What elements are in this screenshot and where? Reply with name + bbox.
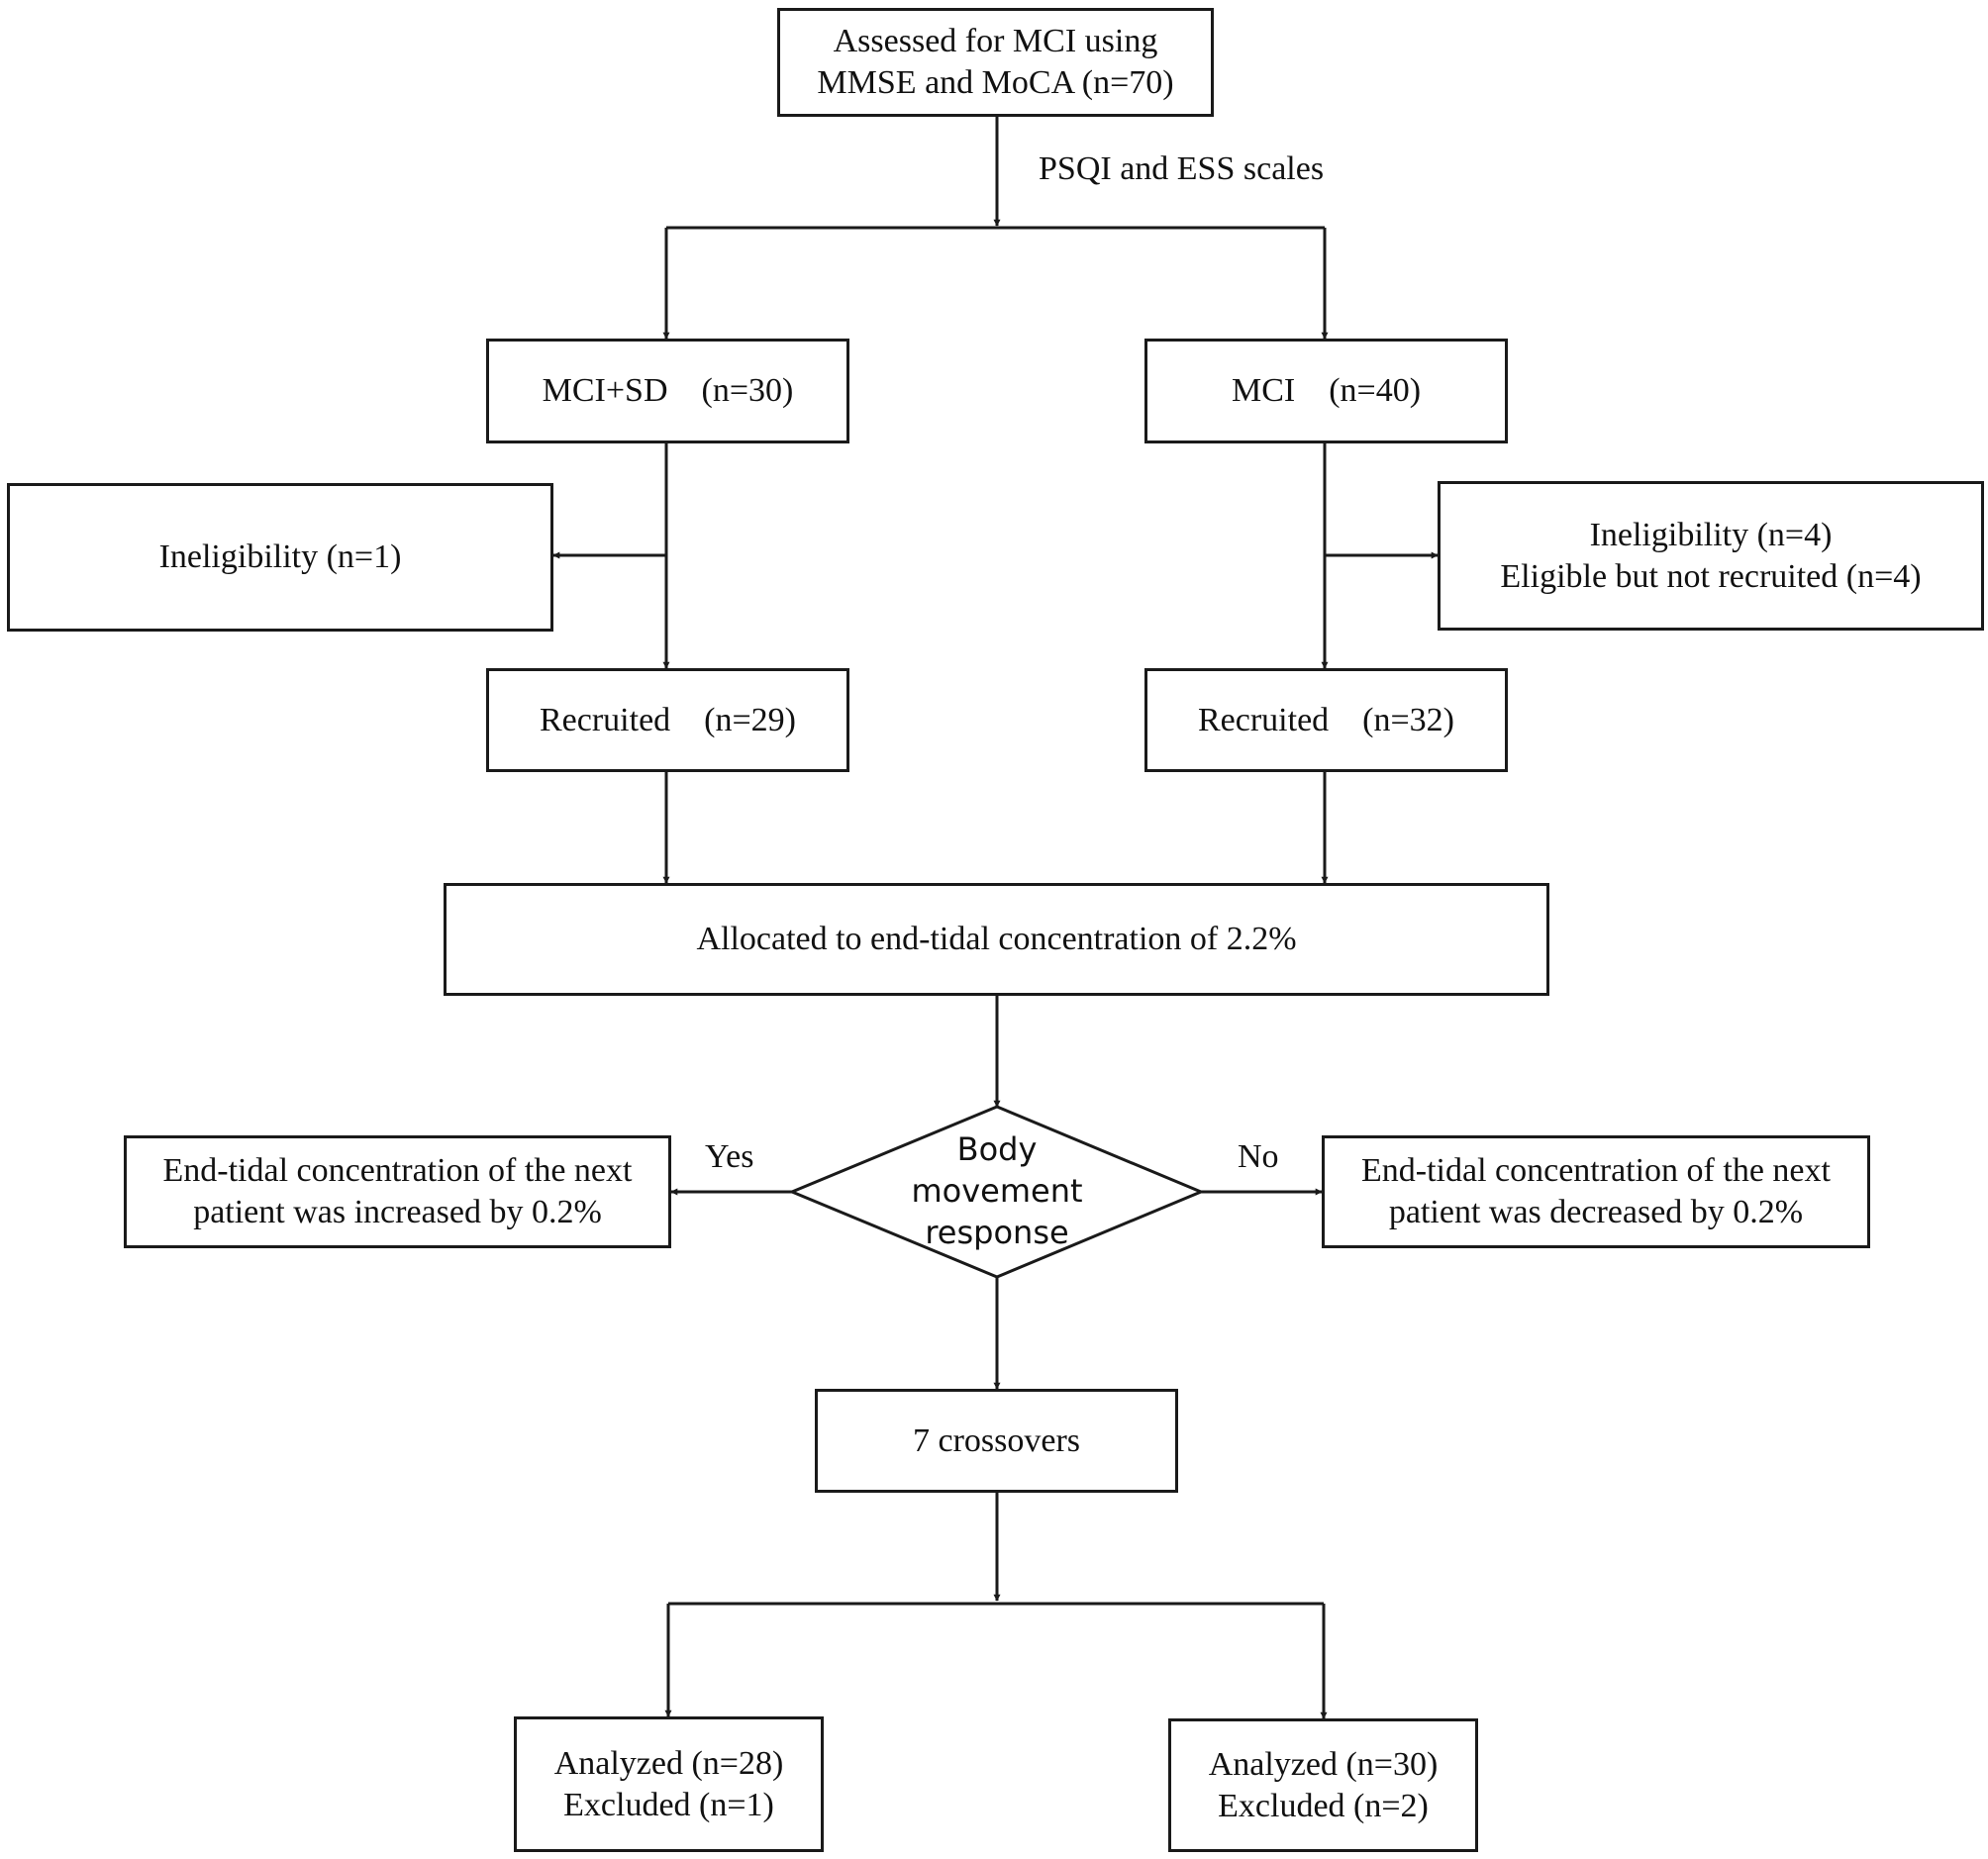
assessed-box: Assessed for MCI using MMSE and MoCA (n=… <box>777 8 1214 117</box>
ineligible-left-text: Ineligibility (n=1) <box>158 538 402 575</box>
mci-text: MCI (n=40) <box>1231 372 1422 409</box>
scales-label: PSQI and ESS scales <box>1039 150 1325 187</box>
increase-text: End-tidal concentration of the next pati… <box>162 1152 633 1230</box>
ineligible-right-text: Ineligibility (n=4) Eligible but not rec… <box>1500 516 1922 595</box>
yes-label: Yes <box>705 1138 754 1175</box>
crossovers-box: 7 crossovers <box>815 1389 1178 1493</box>
recruited-left-text: Recruited (n=29) <box>540 701 796 738</box>
allocated-text: Allocated to end-tidal concentration of … <box>696 921 1297 957</box>
analyzed-right-text: Analyzed (n=30) Excluded (n=2) <box>1208 1745 1439 1824</box>
mci-sd-text: MCI+SD (n=30) <box>542 372 794 409</box>
decrease-text: End-tidal concentration of the next pati… <box>1361 1152 1831 1230</box>
crossovers-text: 7 crossovers <box>912 1421 1081 1459</box>
increase-box: End-tidal concentration of the next pati… <box>124 1135 671 1248</box>
decision-text: Body movement response <box>911 1130 1083 1251</box>
allocated-box: Allocated to end-tidal concentration of … <box>444 883 1549 996</box>
recruited-right-box: Recruited (n=32) <box>1144 668 1508 772</box>
ineligible-right-box: Ineligibility (n=4) Eligible but not rec… <box>1438 481 1984 631</box>
analyzed-left-box: Analyzed (n=28) Excluded (n=1) <box>514 1716 824 1852</box>
decrease-box: End-tidal concentration of the next pati… <box>1322 1135 1870 1248</box>
assessed-text: Assessed for MCI using MMSE and MoCA (n=… <box>817 23 1174 101</box>
no-label: No <box>1238 1138 1279 1175</box>
mci-sd-box: MCI+SD (n=30) <box>486 339 849 443</box>
ineligible-left-box: Ineligibility (n=1) <box>7 483 553 632</box>
analyzed-left-text: Analyzed (n=28) Excluded (n=1) <box>553 1744 784 1823</box>
decision-diamond <box>788 1105 1205 1279</box>
recruited-left-box: Recruited (n=29) <box>486 668 849 772</box>
recruited-right-text: Recruited (n=32) <box>1198 701 1454 738</box>
analyzed-right-box: Analyzed (n=30) Excluded (n=2) <box>1168 1718 1478 1852</box>
mci-box: MCI (n=40) <box>1144 339 1508 443</box>
